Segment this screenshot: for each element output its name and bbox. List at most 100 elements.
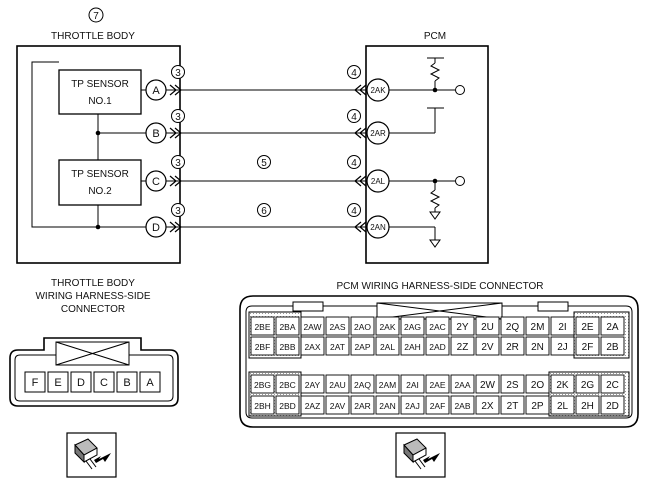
pcm-pin-label: 2J — [557, 342, 568, 353]
connector-plug-arrow — [423, 453, 440, 463]
pcm-pin-label: 2H — [581, 401, 594, 412]
pcm-pin-label: 2L — [557, 401, 569, 412]
pcm-junction-dot — [432, 87, 438, 93]
tp-sensor-1-number: NO.1 — [88, 96, 112, 107]
callout-pcm-2ak: 4 — [351, 68, 357, 79]
pcm-pin-box — [300, 395, 325, 415]
tb-pin-box — [24, 371, 46, 393]
tb-connector-title-1: THROTTLE BODY — [51, 278, 135, 289]
pcm-pin-box — [450, 395, 475, 415]
pcm-pin-label: 2W — [480, 380, 496, 391]
throttle-body-title: THROTTLE BODY — [51, 31, 135, 42]
tb-connector-title-2: WIRING HARNESS-SIDE — [35, 291, 150, 302]
pcm-pin-box — [375, 395, 400, 415]
pcm-pin-box — [575, 316, 600, 336]
harness-wires: 3 3 3 3 4 4 4 4 5 6 — [166, 65, 367, 233]
tb-pin-f: F — [32, 377, 39, 389]
pcm-connector-mark-2al — [354, 175, 367, 187]
pcm-pin-label: 2D — [606, 401, 619, 412]
pcm-pin-box — [550, 374, 575, 394]
pcm-pin-label: 2AX — [304, 342, 320, 352]
pcm-pin-label: 2N — [531, 342, 544, 353]
pcm-pin-label: 2X — [481, 401, 494, 412]
pcm-pin-box — [450, 374, 475, 394]
tp-sensor-2-label: TP SENSOR — [71, 169, 129, 180]
pcm-pin-box — [325, 374, 350, 394]
pcm-pin-label: 2I — [558, 322, 566, 333]
pcm-pin-label: 2U — [481, 322, 494, 333]
pcm-pin-label: 2AP — [354, 342, 370, 352]
pcm-pin-label: 2AU — [329, 380, 346, 390]
pcm-pin-box — [400, 316, 425, 336]
pcm-pin-box — [350, 336, 375, 356]
pcm-pin-label: 2BF — [255, 342, 271, 352]
pcm-pin-label: 2AF — [430, 401, 446, 411]
pcm-pin-box — [475, 374, 500, 394]
pcm-pin-box — [575, 336, 600, 356]
pcm-pin-box — [350, 395, 375, 415]
pcm-pin-label: 2BA — [279, 322, 295, 332]
terminal-a-label: A — [152, 85, 160, 97]
tb-pin-d: D — [77, 377, 85, 389]
pcm-pin-label: 2G — [581, 380, 595, 391]
pcm-internal-circuit — [389, 57, 465, 248]
tb-pin-box — [70, 371, 92, 393]
pcm-pin-label: 2AA — [454, 380, 470, 390]
pcm-pin-box — [450, 316, 475, 336]
pcm-pin-label: 2AS — [329, 322, 345, 332]
tb-connector-pins: F E D C B A — [24, 371, 161, 393]
pcm-pin-label: 2AR — [354, 401, 371, 411]
callout-circle — [171, 155, 185, 169]
tb-pin-box — [93, 371, 115, 393]
pcm-pin-label: 2K — [556, 380, 569, 391]
pcm-pin-box — [300, 374, 325, 394]
callout-mid-d: 6 — [261, 206, 267, 217]
pcm-pin-label: 2V — [481, 342, 494, 353]
pcm-pin-label: 2AJ — [405, 401, 420, 411]
pcm-pin-box — [575, 395, 600, 415]
pcm-pin-label: 2AN — [379, 401, 396, 411]
terminal-d-label: D — [152, 222, 160, 234]
callout-circle — [347, 155, 361, 169]
pcm-pin-box — [400, 336, 425, 356]
callout-circle — [347, 65, 361, 79]
callouts-tb-side: 3 3 3 3 — [171, 65, 185, 217]
callout-circle — [171, 109, 185, 123]
tb-connector-mark-a — [169, 84, 182, 96]
tb-connector-title-3: CONNECTOR — [61, 304, 125, 315]
pcm-connector-title: PCM WIRING HARNESS-SIDE CONNECTOR — [336, 281, 543, 292]
tb-pin-c: C — [100, 377, 108, 389]
pcm-pin-box — [600, 395, 625, 415]
pcm-pin-label: 2AG — [404, 322, 421, 332]
pcm-pin-label: 2BD — [279, 401, 296, 411]
pcm-pin-box — [525, 316, 550, 336]
pcm-pin-box — [350, 374, 375, 394]
pcm-pin-box — [350, 316, 375, 336]
pcm-pin-label: 2BE — [254, 322, 270, 332]
pcm-pin-label: 2BC — [279, 380, 296, 390]
pcm-pin-label: 2M — [531, 322, 545, 333]
callout-pcm-2ar: 4 — [351, 112, 357, 123]
pcm-pin-box — [400, 395, 425, 415]
pcm-pin-label: 2AH — [404, 342, 421, 352]
connector-plug-icon — [66, 432, 117, 478]
pcm-pin-box — [600, 316, 625, 336]
pcm-pin-label: 2E — [581, 322, 594, 333]
connector-plug-wire — [89, 458, 97, 468]
pcm-pin-label: 2S — [506, 380, 519, 391]
tb-pin-a: A — [146, 377, 154, 389]
pcm-pin-label: 2AI — [406, 380, 419, 390]
pcm-pin-label: 2P — [531, 401, 544, 412]
pcm-pin-box — [325, 395, 350, 415]
pcm-pin-box — [425, 395, 450, 415]
pcm-pin-label: 2AO — [354, 322, 371, 332]
pcm-terminal-2an: 2AN — [370, 223, 386, 232]
pcm-pin-box — [550, 395, 575, 415]
callout-circle — [257, 203, 271, 217]
tb-connector-inner-outline — [14, 354, 174, 402]
pcm-pin-label: 2AM — [379, 380, 396, 390]
pcm-pin-box — [550, 336, 575, 356]
tb-pin-box — [139, 371, 161, 393]
pcm-pin-box — [425, 336, 450, 356]
